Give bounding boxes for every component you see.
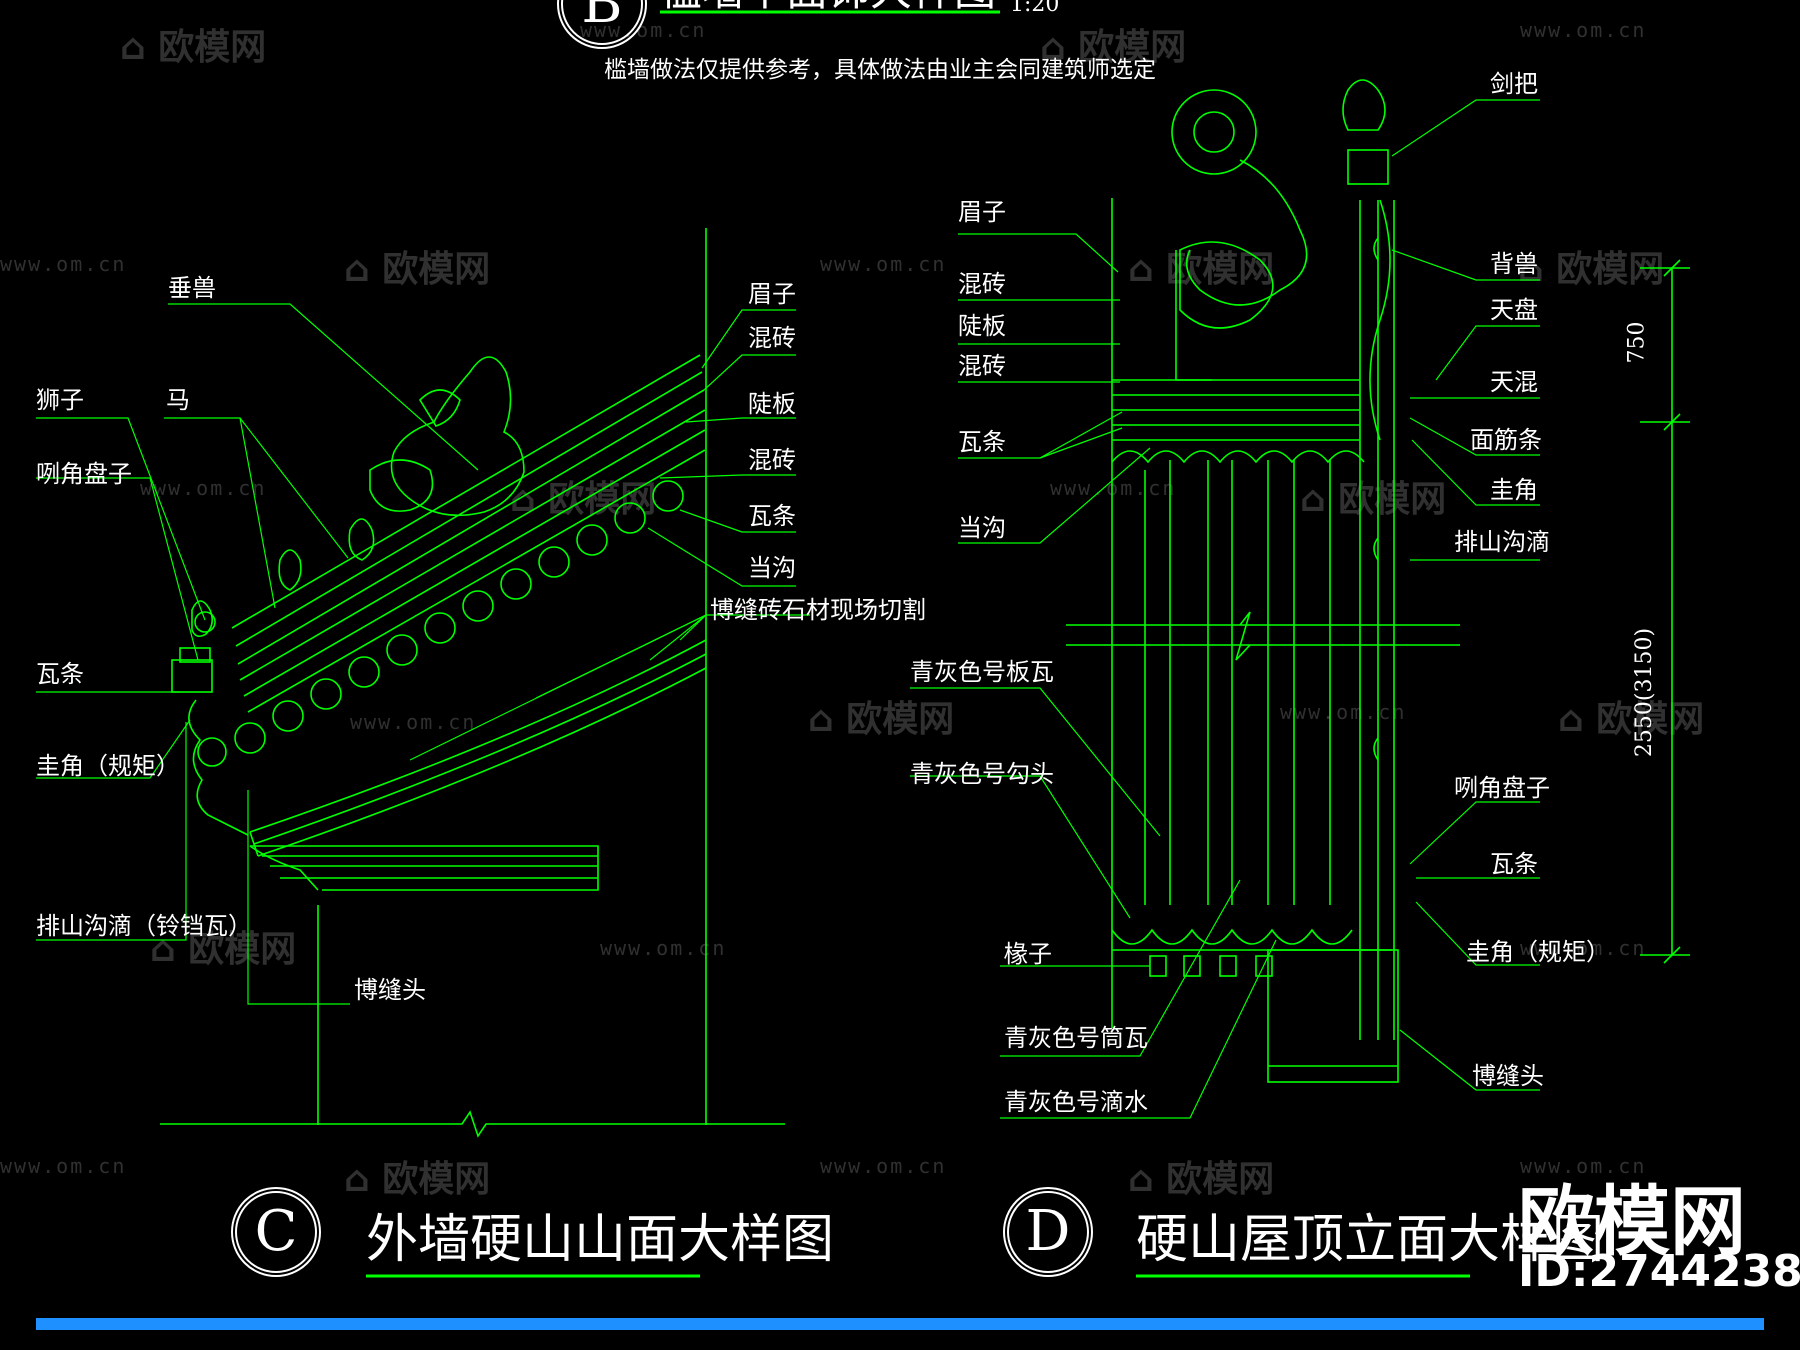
watermark-text: ⌂ 欧模网 bbox=[344, 1159, 491, 1200]
watermark-url: www.om.cn bbox=[820, 1154, 947, 1178]
label-danggou-d: 当沟 bbox=[958, 514, 1006, 542]
label-danggou: 当沟 bbox=[748, 554, 796, 582]
right-badge-circle-inner bbox=[1007, 1191, 1089, 1273]
watermark-text: ⌂ 欧模网 bbox=[1300, 479, 1447, 520]
top-drawing-title: 槛墙平面饰大样图 bbox=[660, 0, 996, 12]
right-leaders bbox=[910, 99, 1540, 1119]
label-hunzhuan2-d: 混砖 bbox=[958, 352, 1006, 380]
watermark-url: www.om.cn bbox=[0, 1154, 127, 1178]
right-dimension-line bbox=[1640, 259, 1690, 964]
label-meizi: 眉子 bbox=[748, 280, 796, 308]
label-tongwa: 青灰色号筒瓦 bbox=[1004, 1024, 1148, 1052]
left-end-ornament bbox=[171, 600, 249, 836]
left-leaders bbox=[36, 303, 810, 1005]
brand-logo-text: 欧模网 bbox=[1518, 1177, 1746, 1266]
label-banwa: 青灰色号板瓦 bbox=[910, 658, 1054, 686]
watermark-text: ⌂ 欧模网 bbox=[1128, 1159, 1275, 1200]
top-drawing-note: 槛墙做法仅提供参考，具体做法由业主会同建筑师选定 bbox=[604, 57, 1156, 83]
watermark-text: ⌂ 欧模网 bbox=[808, 699, 955, 740]
top-badge-letter: B bbox=[581, 0, 623, 36]
right-ornament bbox=[1171, 79, 1391, 441]
label-tianhun: 天混 bbox=[1490, 368, 1538, 396]
watermark-text: ⌂ 欧模网 bbox=[120, 27, 267, 68]
label-chuishou: 垂兽 bbox=[168, 274, 216, 302]
right-wall-body bbox=[1066, 198, 1460, 1083]
dimension-upper: 750 bbox=[1624, 321, 1650, 364]
watermark-text: ⌂ 欧模网 bbox=[150, 929, 297, 970]
top-badge-circle-inner bbox=[561, 0, 643, 45]
watermark-url: www.om.cn bbox=[1520, 1154, 1647, 1178]
watermark-text: ⌂ 欧模网 bbox=[1518, 249, 1665, 290]
label-goutou: 青灰色号勾头 bbox=[910, 760, 1054, 788]
top-badge-circle bbox=[557, 0, 647, 49]
watermark-text: ⌂ 欧模网 bbox=[1128, 249, 1275, 290]
label-chuanzi: 椽子 bbox=[1004, 940, 1052, 968]
watermark-url: www.om.cn bbox=[1520, 18, 1647, 42]
right-ridge-column bbox=[1359, 200, 1395, 1040]
label-mianjintiao: 面筋条 bbox=[1470, 426, 1542, 454]
watermark-text: ⌂ 欧模网 bbox=[1558, 699, 1705, 740]
label-watiao-right-d: 瓦条 bbox=[1490, 850, 1538, 878]
label-paishan-right: 排山沟滴 bbox=[1454, 528, 1550, 556]
label-liejiao: 咧角盘子 bbox=[36, 460, 132, 488]
label-tianpan: 天盘 bbox=[1490, 296, 1538, 324]
label-guijiao-bottom: 圭角（规矩） bbox=[1466, 938, 1610, 966]
label-watiao-right: 瓦条 bbox=[748, 502, 796, 530]
left-badge-circle bbox=[231, 1187, 321, 1277]
label-beishou: 背兽 bbox=[1490, 250, 1538, 278]
right-drawing-title: 硬山屋顶立面大样图 bbox=[1136, 1210, 1605, 1270]
watermark-url: www.om.cn bbox=[1280, 700, 1407, 724]
dimension-lower: 2550(3150) bbox=[1632, 627, 1658, 758]
label-ma: 马 bbox=[166, 386, 190, 414]
right-badge-letter: D bbox=[1025, 1199, 1071, 1264]
label-bofeng-cut: 博缝砖石材现场切割 bbox=[710, 596, 926, 624]
brand-id: ID:2744238 bbox=[1518, 1246, 1800, 1297]
left-drawing-title: 外墙硬山山面大样图 bbox=[366, 1210, 835, 1270]
watermark-url: www.om.cn bbox=[140, 476, 267, 500]
left-badge-letter: C bbox=[254, 1199, 298, 1264]
label-tuoban: 陡板 bbox=[748, 390, 796, 418]
label-jianba: 剑把 bbox=[1490, 70, 1538, 98]
watermark-url: www.om.cn bbox=[600, 936, 727, 960]
label-hunzhuan2: 混砖 bbox=[748, 446, 796, 474]
left-ground-line bbox=[160, 1110, 785, 1138]
label-paishan: 排山沟滴（铃铛瓦） bbox=[36, 912, 252, 940]
watermark-url: www.om.cn bbox=[350, 710, 477, 734]
watermark-url: www.om.cn bbox=[820, 252, 947, 276]
bottom-blue-bar bbox=[36, 1318, 1764, 1330]
left-bofengtou-block bbox=[249, 845, 599, 891]
label-watiao-d: 瓦条 bbox=[958, 428, 1006, 456]
left-tile-row bbox=[197, 480, 684, 767]
label-bofengtou-right: 博缝头 bbox=[1472, 1062, 1544, 1090]
label-guijiao: 圭角（规矩） bbox=[36, 752, 180, 780]
left-ridge-layers bbox=[231, 354, 706, 713]
label-liejiao-right: 咧角盘子 bbox=[1454, 774, 1550, 802]
watermark-text: ⌂ 欧模网 bbox=[344, 249, 491, 290]
top-drawing-scale: 1:20 bbox=[1010, 0, 1060, 17]
left-badge-circle-inner bbox=[235, 1191, 317, 1273]
left-bofeng-curves bbox=[249, 639, 707, 857]
watermark-text: ⌂ 欧模网 bbox=[1040, 27, 1187, 68]
left-beast-figures bbox=[194, 356, 525, 633]
label-dishui: 青灰色号滴水 bbox=[1004, 1088, 1148, 1116]
label-hunzhuan1-d: 混砖 bbox=[958, 270, 1006, 298]
label-guijiao-top: 圭角 bbox=[1490, 476, 1538, 504]
label-tuoban-d: 陡板 bbox=[958, 312, 1006, 340]
label-watiao-left: 瓦条 bbox=[36, 660, 84, 688]
label-hunzhuan1: 混砖 bbox=[748, 324, 796, 352]
label-bofengtou: 博缝头 bbox=[354, 976, 426, 1004]
right-badge-circle bbox=[1003, 1187, 1093, 1277]
label-shizi: 狮子 bbox=[36, 386, 84, 414]
watermark-url: www.om.cn bbox=[0, 252, 127, 276]
watermark-url: www.om.cn bbox=[1520, 936, 1647, 960]
label-meizi-d: 眉子 bbox=[958, 198, 1006, 226]
